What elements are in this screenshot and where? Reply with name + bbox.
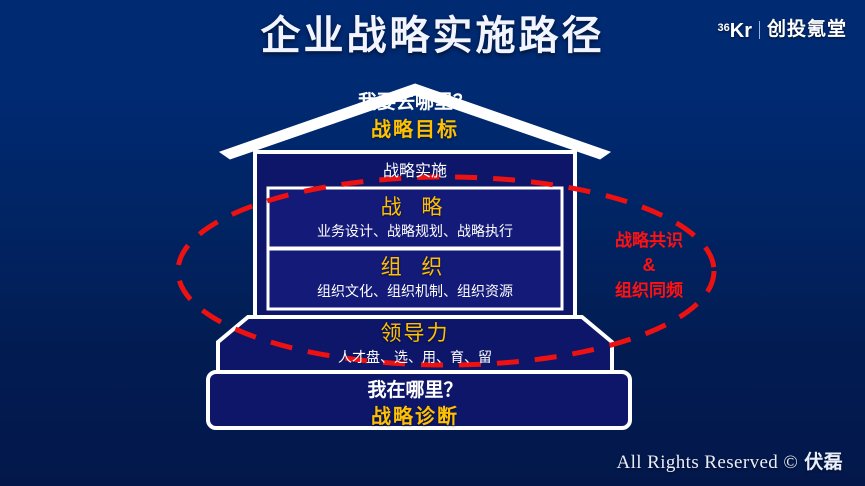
consensus-line-1: 战略共识 [615, 231, 683, 250]
consensus-annotation: 战略共识 & 组织同频 [583, 228, 715, 303]
strategy-box [266, 186, 564, 250]
logo-brand-text: 创投氪堂 [766, 18, 847, 40]
logo-divider [758, 20, 760, 39]
roof-shape [218, 83, 612, 160]
logo-kr-text: Kr [729, 20, 752, 42]
foundation-question-text: 我在哪里？ [367, 380, 463, 401]
strategy-subtitle: 业务设计、战略规划、战略执行 [317, 223, 513, 239]
organization-title: 组 织 [380, 256, 450, 279]
author-name: 伏磊 [804, 452, 843, 473]
leadership-subtitle: 人才盘、选、用、育、留 [338, 349, 492, 365]
logo-36kr-mark: 36Kr [718, 18, 752, 41]
consensus-highlight-ellipse [175, 174, 717, 368]
roof-question-text: 我要去哪里？ [357, 92, 472, 113]
copyright-text: All Rights Reserved © [616, 452, 799, 473]
logo-36-sup: 36 [717, 22, 730, 34]
organization-subtitle: 组织文化、组织机制、组织资源 [317, 283, 513, 299]
foundation-answer-text: 战略诊断 [371, 406, 459, 428]
foundation-box [206, 370, 632, 430]
consensus-line-2: & [642, 255, 656, 275]
roof-answer-text: 战略目标 [371, 119, 459, 141]
page-title: 企业战略实施路径 [260, 14, 605, 58]
implementation-label: 战略实施 [382, 163, 447, 180]
brand-logo: 36Kr 创投氪堂 [718, 18, 848, 41]
copyright-footer: All Rights Reserved ©伏磊 [617, 447, 844, 474]
consensus-line-3: 组织同频 [615, 281, 683, 300]
leadership-title: 领导力 [380, 322, 450, 345]
organization-box [266, 247, 564, 311]
strategy-title: 战 略 [380, 196, 450, 219]
